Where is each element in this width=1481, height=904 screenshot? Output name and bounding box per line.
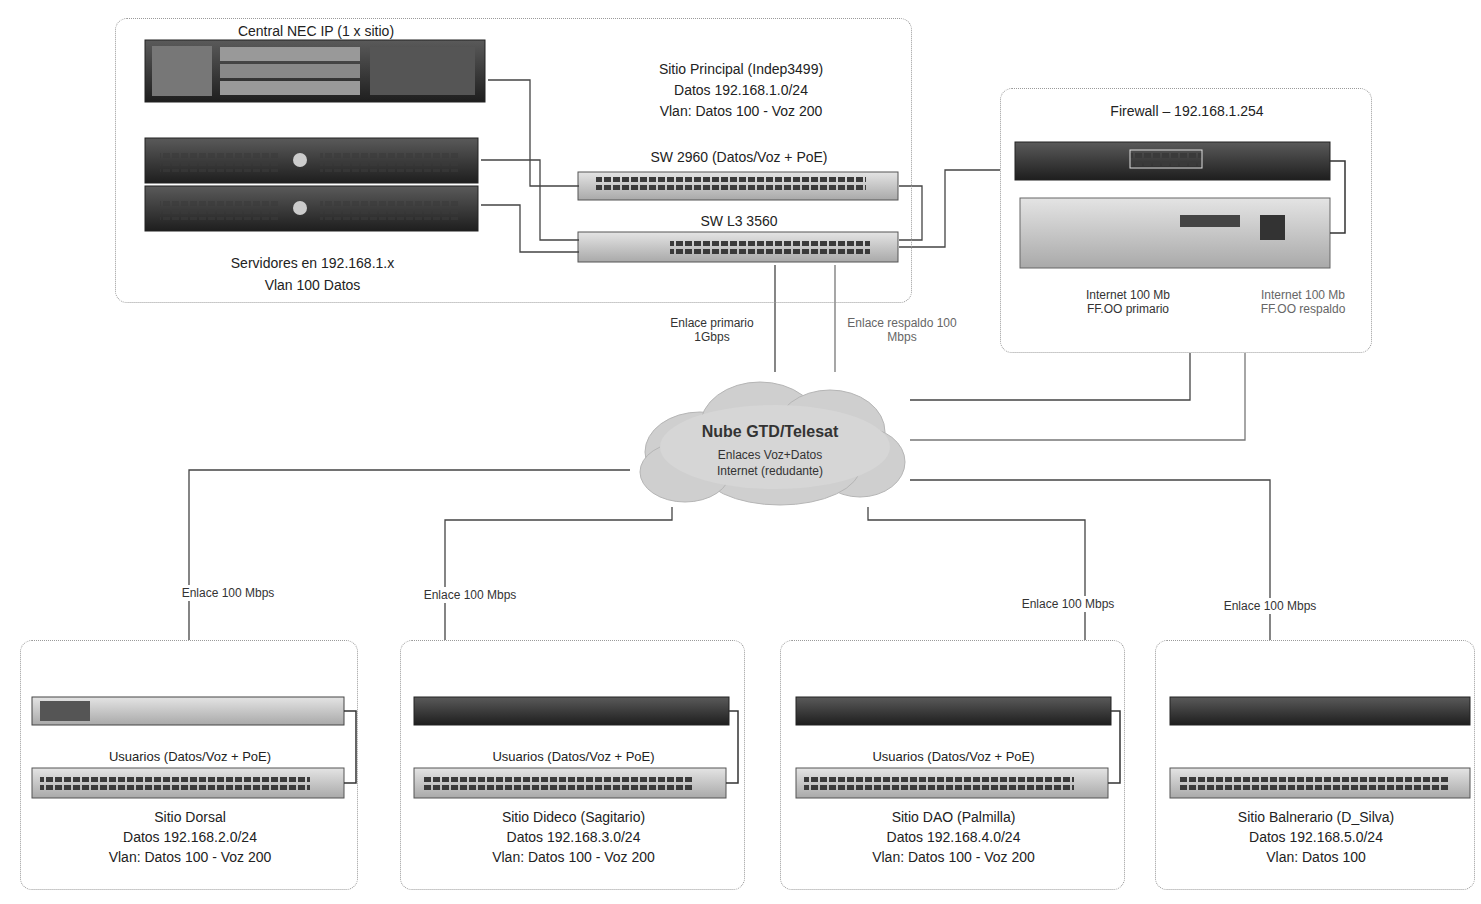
node-text: Datos 192.168.5.0/24 [1156,829,1476,846]
link-line [910,353,1245,440]
node-text: Usuarios (Datos/Voz + PoE) [21,749,359,765]
node-text: Usuarios (Datos/Voz + PoE) [401,749,746,765]
switch-device [578,172,898,200]
switch-box: SW L3 3560 [579,209,899,265]
site-group: Sitio Principal (Indep3499) Datos 192.168… [115,18,912,303]
node-text: Vlan: Datos 100 [1156,849,1476,866]
node-text: Servidores en 192.168.1.x [144,255,481,272]
link-line [189,470,630,640]
link-label: Enlace respaldo 100 Mbps [844,315,960,346]
cloud-title: Nube GTD/Telesat [630,422,910,441]
site-group: Usuarios (Datos/Voz + PoE) Sitio DorsalDa… [20,640,358,890]
link-label: Enlace 100 Mbps [1019,596,1118,612]
firewall-device [1015,142,1345,268]
link-line [834,265,835,372]
node-text: Vlan: Datos 100 - Voz 200 [401,849,746,866]
node-text: Sitio DAO (Palmilla) [781,809,1126,826]
site-group: Sitio Balnerario (D_Silva) Datos 192.168.… [1155,640,1475,890]
node-text: Datos 192.168.4.0/24 [781,829,1126,846]
link-label: Enlace 100 Mbps [179,585,278,601]
link-line [488,80,579,186]
node-text: Sitio Dideco (Sagitario) [401,809,746,826]
pbx-box: Central NEC IP (1 x sitio) [144,21,488,107]
link-line [481,205,579,252]
node-text: Datos 192.168.2.0/24 [21,829,359,846]
link-label: Enlace 100 Mbps [1221,598,1320,614]
link-line [481,160,579,240]
pbx-device [145,40,485,102]
switch-box: SW 2960 (Datos/Voz + PoE) [579,147,899,203]
link-label: Internet 100 Mb FF.OO primario [1070,287,1186,318]
node-text: Usuarios (Datos/Voz + PoE) [781,749,1126,765]
server-devices [145,138,478,231]
site-group: Usuarios (Datos/Voz + PoE) Sitio DAO (Pal… [780,640,1125,890]
server-box: Servidores en 192.168.1.xVlan 100 Datos [144,137,481,302]
node-text: Datos 192.168.3.0/24 [401,829,746,846]
link-line [445,507,672,640]
node-text: Vlan: Datos 100 - Voz 200 [621,103,861,120]
node-text: Sitio Balnerario (D_Silva) [1156,809,1476,826]
node-text: Firewall – 192.168.1.254 [1001,103,1373,120]
link-label: Internet 100 Mb FF.OO respaldo [1245,287,1361,318]
node-text: Vlan 100 Datos [144,277,481,294]
node-text: Sitio Principal (Indep3499) [621,61,861,78]
node-text: Central NEC IP (1 x sitio) [144,23,488,40]
node-text: Datos 192.168.1.0/24 [621,82,861,99]
link-line [910,480,1270,640]
node-text: Sitio Dorsal [21,809,359,826]
node-text: Enlaces Voz+Datos [630,448,910,462]
link-line [899,186,922,240]
node-text: Internet (redudante) [630,464,910,478]
link-label: Enlace primario 1Gbps [654,315,770,346]
link-line [899,170,1000,247]
node-text: Vlan: Datos 100 - Voz 200 [21,849,359,866]
node-text: SW 2960 (Datos/Voz + PoE) [579,149,899,166]
link-line [910,353,1190,400]
link-label: Enlace 100 Mbps [421,587,520,603]
switch-device [578,232,898,262]
site-group: Usuarios (Datos/Voz + PoE) Sitio Dideco (… [400,640,745,890]
node-text: Vlan: Datos 100 - Voz 200 [781,849,1126,866]
node-text: SW L3 3560 [579,213,899,230]
site-devices [32,697,1470,798]
link-line [774,265,775,372]
cloud-node: Nube GTD/TelesatEnlaces Voz+DatosInterne… [630,372,910,507]
link-line [868,507,1085,640]
